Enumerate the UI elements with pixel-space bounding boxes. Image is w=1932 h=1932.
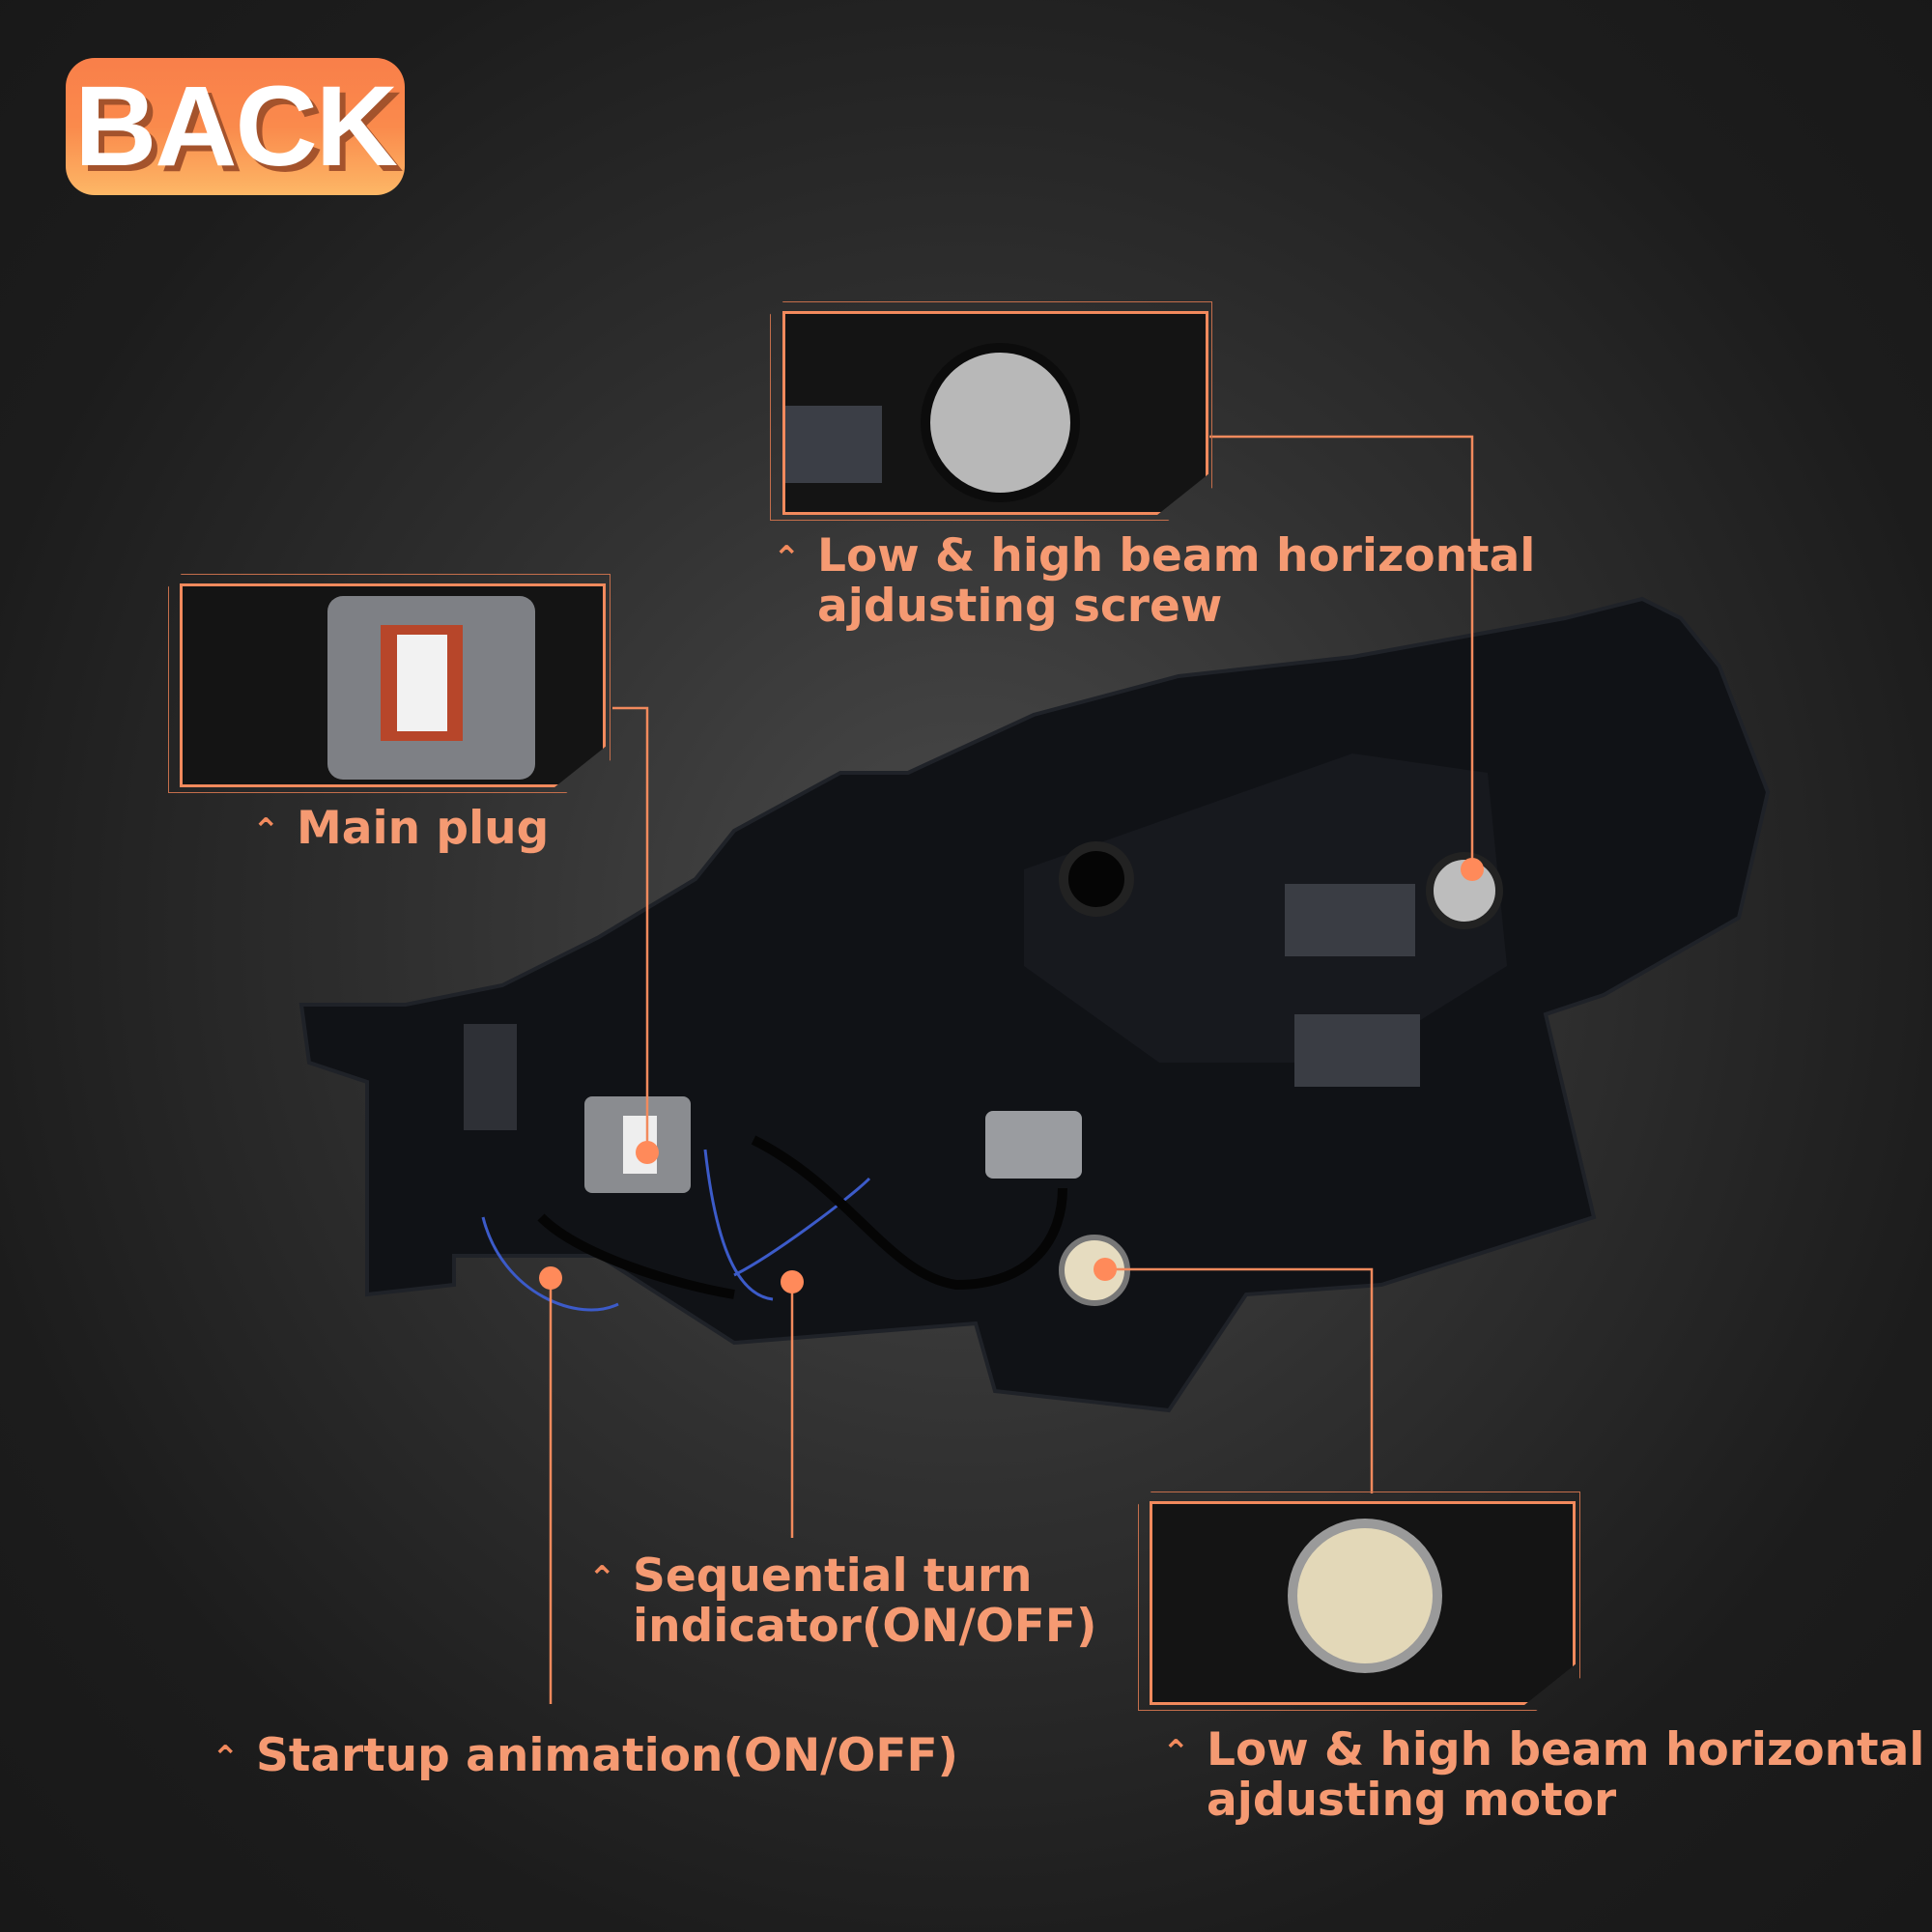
marker-dots — [539, 858, 1484, 1293]
vent-closeup — [785, 406, 882, 483]
callout-main-plug: ⌃ Main plug — [252, 802, 550, 855]
port — [1059, 841, 1134, 917]
caret-up-icon: ⌃ — [1162, 1733, 1190, 1772]
caret-up-icon: ⌃ — [588, 1559, 616, 1598]
vent-window — [1294, 1014, 1420, 1087]
callout-screw: ⌃ Low & high beam horizontal ajdusting s… — [773, 529, 1536, 633]
callout-line: ajdusting screw — [817, 580, 1223, 633]
main-plug-inset-frame — [168, 574, 611, 793]
vent-window — [464, 1024, 517, 1130]
motor-inset-frame — [1138, 1492, 1580, 1711]
callout-line: Low & high beam horizontal — [817, 529, 1536, 582]
plug-pins-closeup — [397, 635, 447, 731]
callout-line: ajdusting motor — [1207, 1774, 1617, 1827]
callout-line: indicator(ON/OFF) — [633, 1600, 1097, 1653]
motor-inset — [1150, 1501, 1576, 1705]
screw-inset — [782, 311, 1208, 515]
screw-inset-frame — [770, 301, 1212, 521]
callout-line: Main plug — [297, 802, 550, 855]
vent-window — [1285, 884, 1415, 956]
caret-up-icon: ⌃ — [252, 811, 280, 850]
caret-up-icon: ⌃ — [212, 1739, 240, 1777]
wires — [481, 1149, 871, 1312]
callout-line: Startup animation(ON/OFF) — [256, 1729, 959, 1782]
callout-startup: ⌃ Startup animation(ON/OFF) — [212, 1729, 959, 1782]
callout-line: Low & high beam horizontal — [1207, 1723, 1925, 1776]
badge-label: BACK — [74, 63, 398, 190]
motor-closeup — [1288, 1519, 1442, 1673]
housing-panel — [1024, 753, 1507, 1063]
callout-motor: ⌃ Low & high beam horizontal ajdusting m… — [1162, 1723, 1925, 1827]
callout-sequential: ⌃ Sequential turn indicator(ON/OFF) — [588, 1549, 1097, 1653]
callout-line: Sequential turn — [633, 1549, 1033, 1603]
caret-up-icon: ⌃ — [773, 539, 801, 578]
cable — [537, 1135, 1067, 1299]
screw-closeup — [921, 343, 1080, 502]
main-plug-inset — [180, 583, 606, 787]
leader-lines — [549, 435, 1474, 1704]
motor-connector — [985, 1111, 1082, 1179]
back-badge: BACK — [66, 58, 405, 195]
